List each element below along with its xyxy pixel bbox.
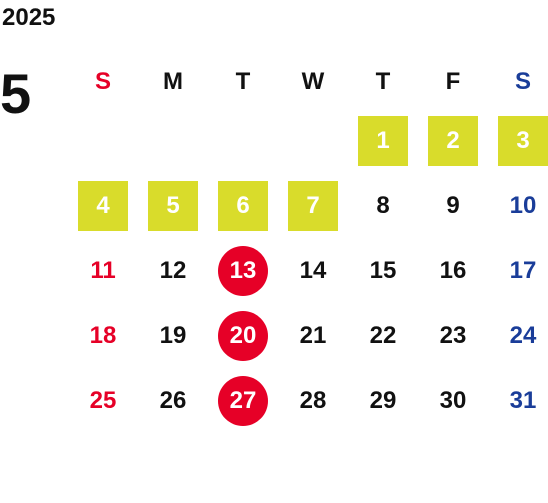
day-number: 31 [509,386,537,414]
day-number: 30 [439,386,467,414]
holiday-day-number: 6 [218,180,268,231]
day-number: 25 [89,386,117,414]
day-cell: 15 [348,238,418,303]
holiday-day-number: 5 [148,180,198,231]
day-cell: 7 [278,173,348,238]
day-cell: 14 [278,238,348,303]
event-day-number: 20 [218,310,268,361]
day-number: 17 [509,256,537,284]
day-number: 19 [159,321,187,349]
day-cell: 8 [348,173,418,238]
day-cell [68,108,138,173]
holiday-day-number: 1 [358,115,408,166]
weekday-header-row: S M T W T F S [68,56,548,108]
day-cell: 28 [278,368,348,433]
day-cell: 1 [348,108,418,173]
holiday-day-number: 2 [428,115,478,166]
day-number: 23 [439,321,467,349]
day-number: 26 [159,386,187,414]
day-cell: 19 [138,303,208,368]
day-number: 28 [299,386,327,414]
day-cell [138,108,208,173]
day-cell: 13 [208,238,278,303]
day-number: 18 [89,321,117,349]
day-cell: 6 [208,173,278,238]
day-number: 16 [439,256,467,284]
week-row: 11 12 13 14 15 16 17 [68,238,548,303]
day-cell: 16 [418,238,488,303]
holiday-day-number: 7 [288,180,338,231]
day-number: 14 [299,256,327,284]
day-number: 24 [509,321,537,349]
holiday-day-number: 4 [78,180,128,231]
month-label: 5 [0,62,32,125]
day-cell: 9 [418,173,488,238]
day-cell: 29 [348,368,418,433]
day-cell: 27 [208,368,278,433]
weekday-thursday: T [375,68,391,95]
day-cell: 17 [488,238,548,303]
day-cell: 30 [418,368,488,433]
weekday-saturday: S [514,68,531,95]
day-cell: 22 [348,303,418,368]
day-number: 15 [369,256,397,284]
weekday-wednesday: W [301,68,325,95]
day-number: 9 [446,191,460,219]
day-number: 22 [369,321,397,349]
day-number: 21 [299,321,327,349]
holiday-day-number: 3 [498,115,548,166]
week-row: 25 26 27 28 29 30 31 [68,368,548,433]
day-cell: 10 [488,173,548,238]
day-cell: 3 [488,108,548,173]
day-cell: 21 [278,303,348,368]
day-cell: 18 [68,303,138,368]
year-label: 2025 [2,4,56,31]
day-cell: 23 [418,303,488,368]
weekday-tuesday: T [235,68,251,95]
day-number: 29 [369,386,397,414]
day-cell: 4 [68,173,138,238]
day-number: 11 [90,256,116,284]
weekday-sunday: S [94,68,111,95]
day-cell: 5 [138,173,208,238]
calendar-grid: S M T W T F S 1 2 3 4 5 6 7 8 9 10 11 12… [68,56,548,433]
day-cell [208,108,278,173]
day-cell: 2 [418,108,488,173]
day-cell: 25 [68,368,138,433]
day-cell [278,108,348,173]
week-row: 18 19 20 21 22 23 24 [68,303,548,368]
weekday-monday: M [163,68,183,95]
day-cell: 26 [138,368,208,433]
day-cell: 12 [138,238,208,303]
day-cell: 31 [488,368,548,433]
day-number: 10 [509,191,537,219]
day-cell: 20 [208,303,278,368]
week-row: 1 2 3 [68,108,548,173]
day-number: 12 [159,256,187,284]
day-cell: 24 [488,303,548,368]
weekday-friday: F [445,68,461,95]
day-cell: 11 [68,238,138,303]
event-day-number: 13 [218,245,268,296]
event-day-number: 27 [218,375,268,426]
day-number: 8 [376,191,390,219]
week-row: 4 5 6 7 8 9 10 [68,173,548,238]
